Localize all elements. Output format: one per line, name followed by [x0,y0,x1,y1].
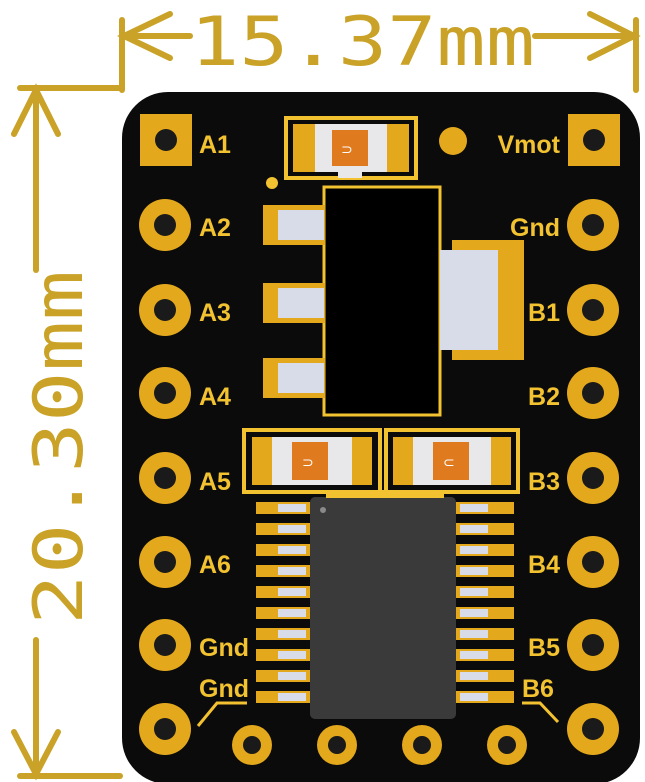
left-pads [139,114,192,755]
pin-label-b5: B5 [528,634,560,662]
ic-lead-metal [460,693,488,701]
b6-leader-line [522,701,560,724]
ic-lead-metal [278,630,306,638]
fiducial-dot [439,127,467,155]
pin-label-gnd-left: Gnd [199,634,249,662]
ic-outline-mark [326,490,444,498]
ic-lead-metal [460,609,488,617]
height-dimension-label: 20.30mm [20,270,99,625]
driver-ic-leads [256,502,514,703]
ic-lead-metal [278,546,306,554]
pin-label-gnd-bottom: Gnd [199,675,249,703]
ic-lead-metal [278,693,306,701]
driver-ic [310,497,456,719]
pin1-marker [266,177,278,189]
ic-pin1-dot [320,507,326,513]
left-pin-labels: A1 A2 A3 A4 A5 A6 Gnd [199,131,249,662]
ic-lead-metal [278,525,306,533]
pin-label-b6: B6 [522,675,554,703]
pin-label-a2: A2 [199,214,231,242]
pin-label-vmot: Vmot [498,131,561,159]
pin-label-gnd-right: Gnd [510,214,560,242]
svg-text:⊃: ⊃ [302,455,314,471]
ic-lead-metal [278,609,306,617]
width-dimension [117,11,641,93]
pin-label-b4: B4 [528,551,560,579]
ic-lead-metal [278,672,306,680]
ic-lead-metal [278,504,306,512]
bottom-pads [232,725,527,765]
ic-lead-metal [460,672,488,680]
pin-label-b3: B3 [528,468,560,496]
svg-text:⊂: ⊂ [443,455,455,471]
svg-text:⊃: ⊃ [341,142,353,158]
top-capacitor: ⊃ [284,116,418,180]
ic-lead-metal [460,525,488,533]
width-dimension-label: 15.37mm [190,3,535,82]
ic-lead-metal [460,546,488,554]
ic-lead-metal [460,630,488,638]
right-pin-labels: Vmot Gnd B1 B2 B3 B4 B5 [498,131,561,662]
ic-lead-metal [278,588,306,596]
capacitor-left: ⊃ [242,428,382,494]
gnd-leader-line [196,701,247,727]
pin-label-a4: A4 [199,383,231,411]
pin-label-b2: B2 [528,383,560,411]
ic-lead-metal [460,567,488,575]
right-pads [567,114,620,755]
capacitor-right: ⊂ [384,428,520,494]
pin-label-b1: B1 [528,299,560,327]
voltage-regulator [263,185,524,417]
pin-label-a6: A6 [199,551,231,579]
pin-label-a5: A5 [199,468,231,496]
ic-lead-metal [278,567,306,575]
ic-lead-metal [460,651,488,659]
pin-label-a3: A3 [199,299,231,327]
ic-lead-metal [278,651,306,659]
ic-lead-metal [460,504,488,512]
ic-lead-metal [460,588,488,596]
height-dimension [11,83,123,781]
pin-label-a1: A1 [199,131,231,159]
